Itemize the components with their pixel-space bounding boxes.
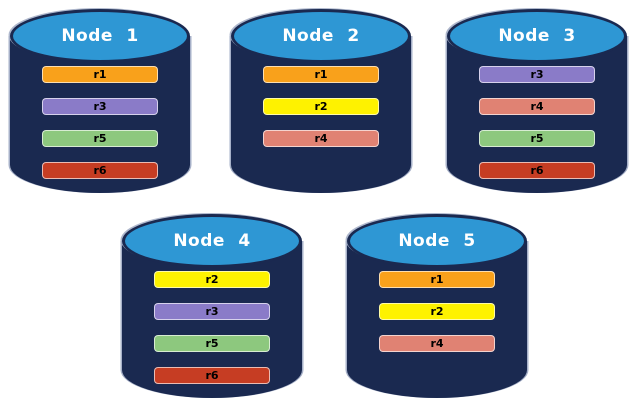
node-5-replica-r4: r4 <box>379 335 495 352</box>
node-5-replica-r1: r1 <box>379 271 495 288</box>
node-3-cylinder: Node 3 r3 r4 r5 r6 <box>447 9 627 193</box>
node-1-replica-r1: r1 <box>42 66 158 83</box>
node-3-replica-list: r3 r4 r5 r6 <box>447 66 627 179</box>
node-4-replica-r5: r5 <box>154 335 270 352</box>
node-1-label: Node 1 <box>61 26 139 46</box>
node-2-replica-list: r1 r2 r4 <box>231 66 411 147</box>
node-2-cylinder: Node 2 r1 r2 r4 <box>231 9 411 193</box>
node-1-replica-list: r1 r3 r5 r6 <box>10 66 190 179</box>
node-5-replica-list: r1 r2 r4 <box>347 271 527 352</box>
node-3-replica-r6: r6 <box>479 162 595 179</box>
node-3-replica-r4: r4 <box>479 98 595 115</box>
node-2-cylinder-top: Node 2 <box>231 9 411 63</box>
node-4-cylinder-top: Node 4 <box>122 214 302 268</box>
node-4-replica-list: r2 r3 r5 r6 <box>122 271 302 384</box>
node-5-replica-r2: r2 <box>379 303 495 320</box>
node-4-cylinder: Node 4 r2 r3 r5 r6 <box>122 214 302 398</box>
node-4-replica-r2: r2 <box>154 271 270 288</box>
node-1-cylinder: Node 1 r1 r3 r5 r6 <box>10 9 190 193</box>
node-1-cylinder-top: Node 1 <box>10 9 190 63</box>
node-3-cylinder-top: Node 3 <box>447 9 627 63</box>
node-1-replica-r5: r5 <box>42 130 158 147</box>
node-2-replica-r1: r1 <box>263 66 379 83</box>
node-1-replica-r3: r3 <box>42 98 158 115</box>
node-5-cylinder: Node 5 r1 r2 r4 <box>347 214 527 398</box>
node-2-label: Node 2 <box>282 26 360 46</box>
node-4-label: Node 4 <box>173 231 251 251</box>
node-4-replica-r6: r6 <box>154 367 270 384</box>
node-2-replica-r2: r2 <box>263 98 379 115</box>
node-5-label: Node 5 <box>398 231 476 251</box>
node-3-label: Node 3 <box>498 26 576 46</box>
node-3-replica-r5: r5 <box>479 130 595 147</box>
node-1-replica-r6: r6 <box>42 162 158 179</box>
node-4-replica-r3: r3 <box>154 303 270 320</box>
node-2-replica-r4: r4 <box>263 130 379 147</box>
node-5-cylinder-top: Node 5 <box>347 214 527 268</box>
node-3-replica-r3: r3 <box>479 66 595 83</box>
